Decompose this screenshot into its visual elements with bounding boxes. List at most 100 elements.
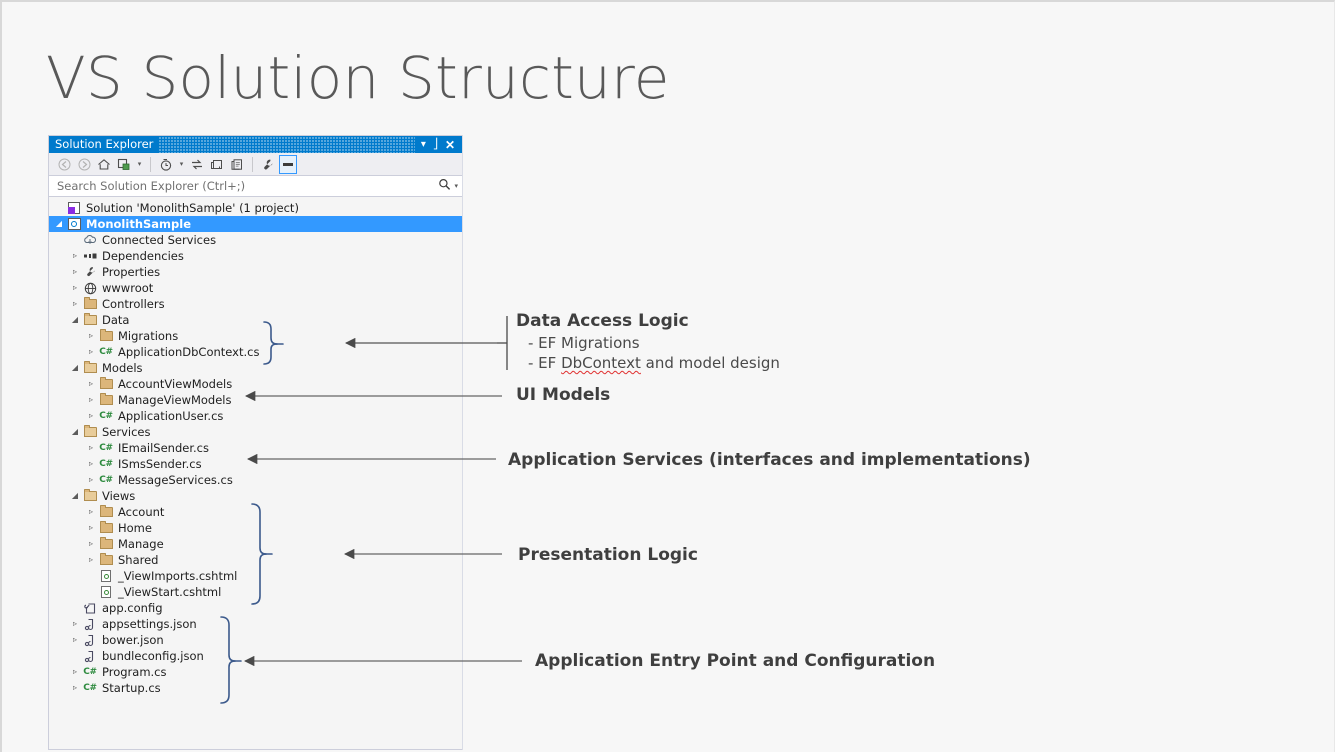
collapse-all-icon[interactable] [208, 155, 226, 174]
sync-dropdown-caret-icon[interactable]: ▾ [137, 161, 142, 168]
annotation-ui-models: UI Models [516, 384, 610, 407]
close-icon[interactable]: ✕ [444, 137, 455, 152]
expander-icon[interactable]: ▹ [88, 523, 93, 532]
refresh-icon[interactable] [188, 155, 206, 174]
tree-item-label: Program.cs [102, 665, 167, 679]
vertical-divider [462, 135, 463, 750]
toolbar-separator-2 [252, 156, 253, 172]
expander-icon[interactable]: ▹ [88, 331, 93, 340]
annotation-heading: UI Models [516, 385, 611, 405]
tree-item[interactable]: Connected Services [49, 232, 462, 248]
tree-item[interactable]: ▹ Dependencies [49, 248, 462, 264]
expander-icon[interactable]: ▹ [88, 395, 93, 404]
sync-with-active-document-icon[interactable] [115, 155, 133, 174]
expander-icon[interactable]: ▹ [72, 283, 77, 292]
tree-item[interactable]: ◢Data [49, 312, 462, 328]
expander-icon[interactable]: ◢ [71, 363, 79, 372]
expander-icon[interactable]: ▹ [88, 555, 93, 564]
annotation-line: - EF Migrations [528, 334, 640, 352]
expander-icon[interactable]: ▹ [72, 267, 77, 276]
preview-selected-items-icon[interactable] [279, 154, 297, 174]
tree-item[interactable]: ▹bower.json [49, 632, 462, 648]
tree-item[interactable]: ▹Migrations [49, 328, 462, 344]
expander-icon[interactable]: ▹ [72, 251, 77, 260]
tree-item[interactable]: Solution 'MonolithSample' (1 project) [49, 200, 462, 216]
expander-icon[interactable]: ◢ [71, 491, 79, 500]
annotation-data-access-logic: Data Access Logic - EF Migrations - EF D… [516, 310, 780, 373]
tree-item[interactable]: ▹appsettings.json [49, 616, 462, 632]
tree-item[interactable]: ▹AccountViewModels [49, 376, 462, 392]
tree-item-label: ApplicationUser.cs [118, 409, 224, 423]
tree-item[interactable]: ▹ Controllers [49, 296, 462, 312]
expander-icon[interactable]: ▹ [88, 539, 93, 548]
tree-item-label: Models [102, 361, 143, 375]
search-dropdown-caret-icon[interactable]: ▾ [454, 183, 458, 190]
expander-icon[interactable]: ▹ [72, 619, 77, 628]
search-input[interactable] [55, 178, 435, 194]
titlebar-drag-handle[interactable] [159, 136, 415, 153]
tree-item[interactable]: ◢MonolithSample [49, 216, 462, 232]
csharp-icon: C# [99, 475, 113, 485]
tree-item-label: _ViewStart.cshtml [118, 585, 222, 599]
filter-dropdown-caret-icon[interactable]: ▾ [179, 161, 184, 168]
expander-icon[interactable]: ◢ [55, 219, 63, 228]
annotation-heading: Application Entry Point and Configuratio… [535, 651, 936, 671]
tree-item[interactable]: ◢Views [49, 488, 462, 504]
window-dropdown-icon[interactable]: ▾ [420, 138, 426, 150]
tree-item-label: wwwroot [102, 281, 154, 295]
expander-icon[interactable]: ◢ [71, 315, 79, 324]
expander-icon[interactable]: ▹ [72, 667, 77, 676]
tree-item[interactable]: bundleconfig.json [49, 648, 462, 664]
tree-item[interactable]: app.config [49, 600, 462, 616]
tree-item[interactable]: ◢Services [49, 424, 462, 440]
tree-item-label: Account [118, 505, 165, 519]
tree-item[interactable]: _ViewStart.cshtml [49, 584, 462, 600]
search-bar[interactable]: ▾ [49, 176, 462, 197]
tree-item[interactable]: ▹C#IEmailSender.cs [49, 440, 462, 456]
csharp-icon: C# [99, 347, 113, 357]
page-title: VS Solution Structure [46, 44, 670, 112]
tree-item[interactable]: ▹Shared [49, 552, 462, 568]
properties-wrench-icon[interactable] [259, 155, 277, 174]
expander-icon[interactable]: ▹ [72, 299, 77, 308]
expander-icon[interactable]: ▹ [72, 683, 77, 692]
expander-icon[interactable]: ▹ [72, 635, 77, 644]
tree-item-label: Controllers [102, 297, 165, 311]
tree-item[interactable]: ▹C#ApplicationUser.cs [49, 408, 462, 424]
tree-item[interactable]: ◢ Models [49, 360, 462, 376]
tree-item[interactable]: ▹Manage [49, 536, 462, 552]
tree-item[interactable]: ▹Properties [49, 264, 462, 280]
tree-item-label: Startup.cs [102, 681, 161, 695]
expander-icon[interactable]: ▹ [88, 459, 93, 468]
tree-item[interactable]: ▹C#ISmsSender.cs [49, 456, 462, 472]
home-icon[interactable] [95, 155, 113, 174]
tree-item[interactable]: ▹C#MessageServices.cs [49, 472, 462, 488]
window-title: Solution Explorer [55, 137, 154, 151]
folder-icon [97, 537, 115, 549]
expander-icon[interactable]: ▹ [88, 347, 93, 356]
tree-item[interactable]: ▹ Account [49, 504, 462, 520]
annotation-heading: Application Services (interfaces and imp… [508, 450, 1031, 470]
tree-item[interactable]: ▹C#ApplicationDbContext.cs [49, 344, 462, 360]
solution-tree[interactable]: Solution 'MonolithSample' (1 project)◢Mo… [49, 197, 462, 748]
pin-icon[interactable]: ⎦ [432, 138, 438, 150]
search-icon[interactable] [438, 178, 451, 194]
expander-icon[interactable]: ▹ [88, 475, 93, 484]
expander-icon[interactable]: ▹ [88, 443, 93, 452]
tree-item[interactable]: ▹ ManageViewModels [49, 392, 462, 408]
tree-item[interactable]: ▹C#Startup.cs [49, 680, 462, 696]
back-icon[interactable] [55, 155, 73, 174]
expander-icon[interactable]: ▹ [88, 507, 93, 516]
expander-icon[interactable]: ▹ [88, 411, 93, 420]
tree-item[interactable]: ▹Home [49, 520, 462, 536]
tree-item[interactable]: ▹C#Program.cs [49, 664, 462, 680]
tree-item-label: Dependencies [102, 249, 184, 263]
tree-item[interactable]: _ViewImports.cshtml [49, 568, 462, 584]
tree-item-label: ManageViewModels [118, 393, 232, 407]
pending-changes-filter-icon[interactable] [157, 155, 175, 174]
forward-icon[interactable] [75, 155, 93, 174]
tree-item[interactable]: ▹ wwwroot [49, 280, 462, 296]
expander-icon[interactable]: ◢ [71, 427, 79, 436]
show-all-files-icon[interactable] [228, 155, 246, 174]
expander-icon[interactable]: ▹ [88, 379, 93, 388]
